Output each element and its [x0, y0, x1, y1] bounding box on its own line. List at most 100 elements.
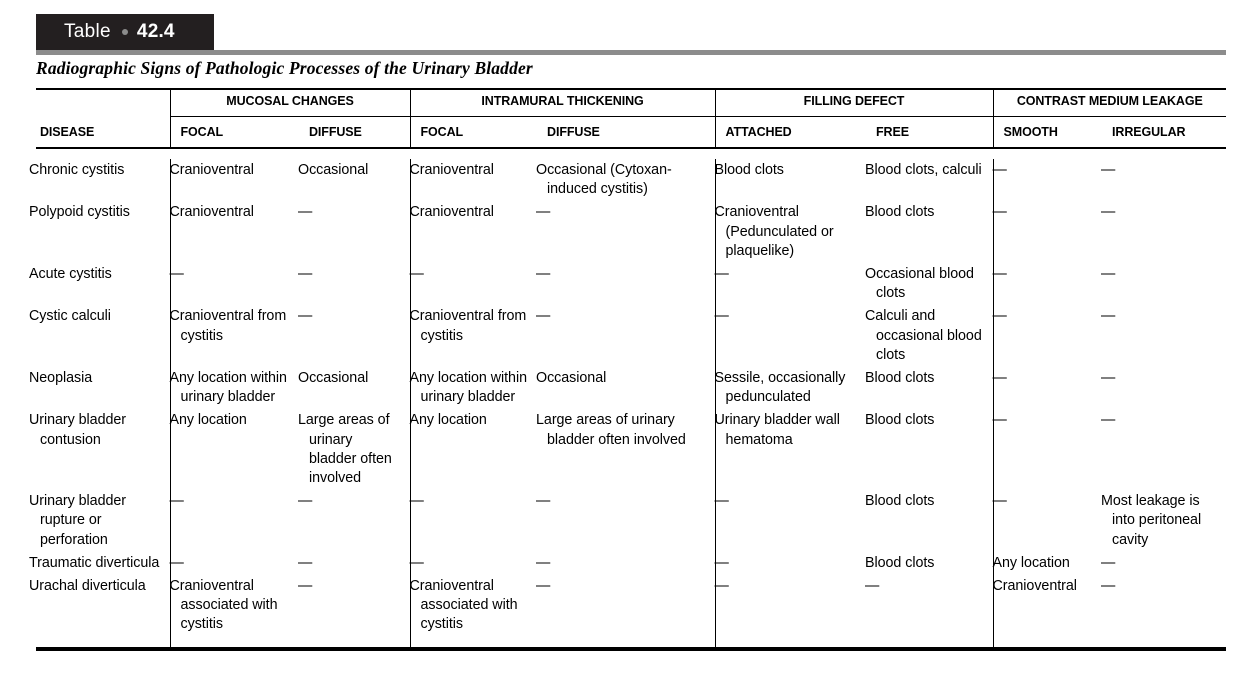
cell-leakage-smooth: —: [992, 367, 1109, 410]
cell-leakage-smooth: —: [992, 263, 1109, 306]
cell-disease: Chronic cystitis: [29, 162, 125, 178]
cell-filling-attached: Cranioventral (Pedunculated or plaquelik…: [714, 201, 873, 264]
group-header-mucosal-changes: MUCOSAL CHANGES: [169, 89, 411, 117]
cell-leakage-smooth: Cranioventral: [992, 575, 1109, 637]
bottom-rule-cell: [1108, 637, 1226, 649]
cell-disease: Traumatic diverticula: [29, 554, 160, 571]
table-row: Urinary bladder rupture or perforation —…: [29, 490, 1226, 552]
radiographic-signs-table: MUCOSAL CHANGES INTRAMURAL THICKENING FI…: [29, 88, 1227, 651]
group-header-filling-defect: FILLING DEFECT: [714, 89, 994, 117]
cell-intramural-focal: Cranioventral from cystitis: [409, 305, 544, 368]
table-badge-number: 42.4: [136, 21, 175, 42]
cell-filling-attached: —: [714, 263, 873, 306]
cell-mucosal-diffuse: —: [298, 493, 313, 510]
subheader-filling-free: FREE: [876, 125, 909, 139]
cell-leakage-irregular: Most leakage is into peritoneal cavity: [1101, 493, 1202, 548]
subheader-filling-attached: ATTACHED: [714, 116, 873, 148]
cell-disease: Cystic calculi: [29, 308, 111, 325]
cell-mucosal-diffuse: Occasional: [298, 162, 369, 178]
cell-intramural-focal: Any location: [409, 409, 544, 491]
cell-leakage-irregular: —: [1101, 162, 1116, 178]
cell-leakage-irregular: —: [1101, 266, 1116, 283]
cell-intramural-focal: Cranioventral: [409, 159, 544, 202]
cell-filling-free: —: [865, 578, 880, 595]
table-row: Acute cystitis — — — — — Occasional bloo…: [29, 263, 1226, 306]
bottom-rule-cell: [36, 637, 170, 649]
cell-filling-free: Blood clots: [865, 554, 935, 571]
cell-disease: Urinary bladder rupture or perforation: [29, 493, 126, 548]
cell-intramural-diffuse: Large areas of urinary bladder often inv…: [536, 412, 686, 448]
group-header-contrast-medium-leakage: CONTRAST MEDIUM LEAKAGE: [992, 89, 1227, 117]
cell-filling-free: Blood clots, calculi: [865, 162, 982, 178]
cell-filling-free: Blood clots: [865, 493, 935, 510]
cell-intramural-diffuse: —: [536, 204, 551, 221]
cell-mucosal-focal: Cranioventral associated with cystitis: [169, 575, 305, 637]
cell-intramural-diffuse: —: [536, 578, 551, 595]
cell-intramural-focal: —: [409, 551, 544, 576]
cell-leakage-smooth: —: [992, 159, 1109, 202]
cell-leakage-smooth: Any location: [992, 551, 1109, 576]
table-row: Urinary bladder contusion Any location L…: [29, 409, 1226, 491]
group-header-intramural-thickening: INTRAMURAL THICKENING: [409, 89, 716, 117]
table-row: Urachal diverticula Cranioventral associ…: [29, 575, 1226, 637]
table-bottom-rule-row: [36, 636, 1227, 649]
cell-mucosal-diffuse: —: [298, 204, 313, 221]
table-body: Chronic cystitis Cranioventral Occasiona…: [29, 148, 1227, 649]
cell-intramural-focal: Cranioventral associated with cystitis: [409, 575, 544, 637]
subheader-intramural-focal: FOCAL: [409, 116, 544, 148]
cell-leakage-smooth: —: [992, 201, 1109, 264]
cell-intramural-diffuse: Occasional: [536, 370, 607, 387]
cell-leakage-irregular: —: [1101, 370, 1116, 387]
cell-filling-attached: Sessile, occasionally pedunculated: [714, 367, 873, 410]
cell-filling-free: Calculi and occasional blood clots: [865, 308, 982, 363]
cell-leakage-irregular: —: [1101, 204, 1116, 221]
cell-mucosal-focal: Cranioventral: [169, 201, 305, 264]
cell-mucosal-focal: Cranioventral from cystitis: [169, 305, 305, 368]
cell-disease: Polypoid cystitis: [29, 204, 130, 221]
cell-mucosal-focal: —: [169, 551, 305, 576]
cell-intramural-diffuse: —: [536, 554, 551, 571]
cell-filling-free: Blood clots: [865, 370, 935, 387]
table-badge-word: Table: [64, 21, 111, 42]
bottom-rule-cell: [992, 636, 1109, 649]
subheader-mucosal-focal: FOCAL: [169, 116, 305, 148]
cell-filling-attached: —: [714, 490, 873, 552]
cell-disease: Urinary bladder contusion: [29, 412, 126, 448]
cell-leakage-smooth: —: [992, 490, 1109, 552]
subheader-mucosal-diffuse: DIFFUSE: [309, 125, 362, 139]
grey-divider-rule: [36, 50, 1226, 55]
cell-mucosal-focal: —: [169, 490, 305, 552]
table-number-badge: Table 42.4: [36, 14, 214, 50]
cell-filling-attached: Urinary bladder wall hematoma: [714, 409, 873, 491]
table-row: Traumatic diverticula — — — — — Blood cl…: [29, 551, 1226, 576]
cell-filling-free: Blood clots: [865, 412, 935, 429]
cell-intramural-diffuse: —: [536, 308, 551, 325]
table-row: Cystic calculi Cranioventral from cystit…: [29, 305, 1226, 368]
cell-disease: Acute cystitis: [29, 266, 112, 283]
cell-filling-attached: —: [714, 575, 873, 637]
cell-intramural-focal: —: [409, 263, 544, 306]
group-header-blank: [36, 89, 170, 117]
bottom-rule-cell: [409, 636, 544, 649]
cell-mucosal-diffuse: —: [298, 554, 313, 571]
cell-mucosal-focal: Any location: [169, 409, 305, 491]
cell-intramural-diffuse: —: [536, 493, 551, 510]
spacer-cell: [36, 148, 1226, 159]
cell-mucosal-focal: Cranioventral: [169, 159, 305, 202]
table-group-header-row: MUCOSAL CHANGES INTRAMURAL THICKENING FI…: [36, 89, 1227, 117]
cell-filling-attached: Blood clots: [714, 159, 873, 202]
cell-intramural-focal: Any location within urinary bladder: [409, 367, 544, 410]
cell-leakage-irregular: —: [1101, 308, 1116, 325]
cell-leakage-irregular: —: [1101, 412, 1116, 429]
table-caption: Radiographic Signs of Pathologic Process…: [36, 58, 533, 78]
table-row: Chronic cystitis Cranioventral Occasiona…: [29, 159, 1226, 202]
cell-mucosal-focal: Any location within urinary bladder: [169, 367, 305, 410]
table-container: MUCOSAL CHANGES INTRAMURAL THICKENING FI…: [29, 88, 1227, 651]
bottom-rule-cell: [872, 637, 993, 649]
cell-mucosal-diffuse: Occasional: [298, 370, 369, 387]
table-row: Polypoid cystitis Cranioventral — Cranio…: [29, 201, 1226, 264]
cell-disease: Neoplasia: [29, 370, 93, 387]
cell-mucosal-focal: —: [169, 263, 305, 306]
bottom-rule-cell: [305, 637, 410, 649]
